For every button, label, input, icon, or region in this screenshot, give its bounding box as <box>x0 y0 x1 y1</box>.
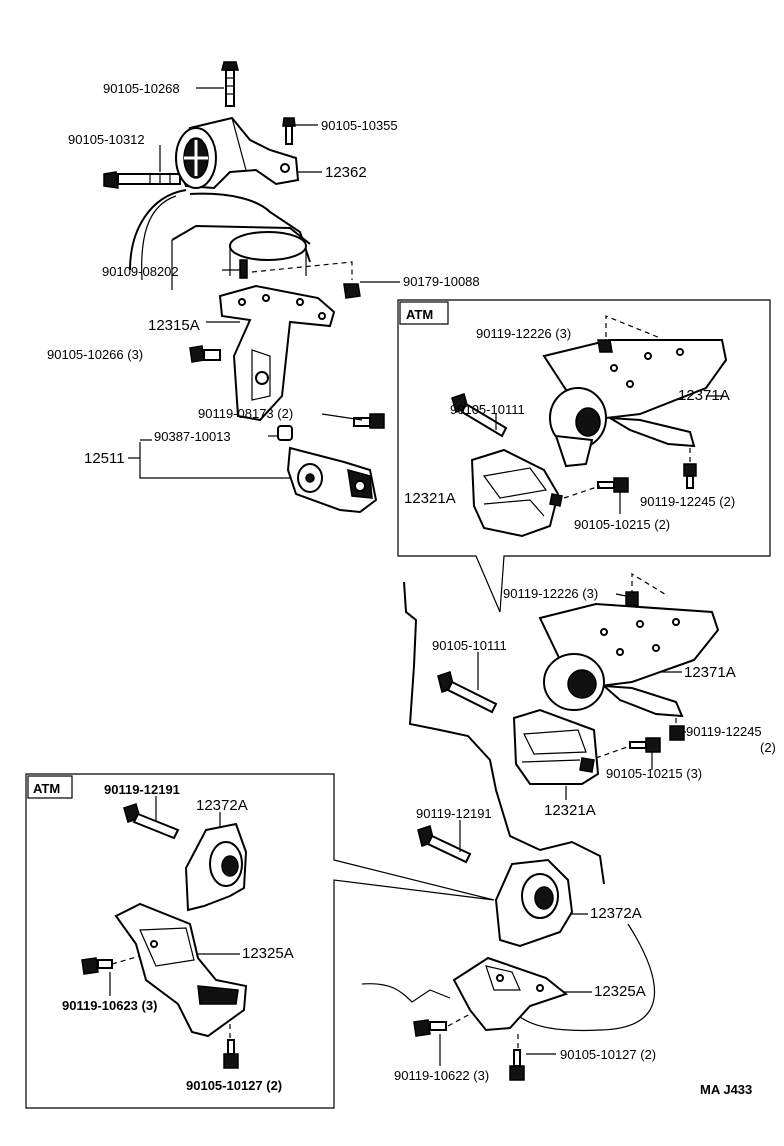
atm2-bolt-90119-12191 <box>123 803 180 840</box>
bolt-90105-10266 <box>189 345 221 363</box>
label-12315A: 12315A <box>148 317 200 334</box>
bolt-90119-12191 <box>417 825 472 864</box>
bolt-90119-12245 <box>669 725 685 741</box>
label-90105-10355: 90105-10355 <box>321 118 398 133</box>
bolt-90105-10215 <box>629 737 661 753</box>
label-90119-12245-main: 90119-12245 <box>686 724 762 739</box>
atm1-bolt-90119-12245 <box>683 463 697 489</box>
bracket-12321A <box>512 708 600 785</box>
diagram-code: MA J433 <box>700 1082 752 1097</box>
label-90105-10215-main: 90105-10215 (3) <box>606 766 702 781</box>
label-90119-12226-main: 90119-12226 (3) <box>503 586 598 601</box>
atm1-label-12321A: 12321A <box>404 490 456 507</box>
mount-12372A <box>494 858 574 948</box>
atm2-label-12372A: 12372A <box>196 797 248 814</box>
mount-12362 <box>174 116 300 190</box>
mount-12371A <box>538 602 720 718</box>
label-12372A-main: 12372A <box>590 905 642 922</box>
atm2-bracket-12325A <box>114 902 248 1038</box>
atm-box-1-title: ATM <box>406 307 433 322</box>
bolt-90119-10622 <box>413 1019 447 1037</box>
label-12362: 12362 <box>325 164 367 181</box>
atm-box-2-title: ATM <box>33 781 60 796</box>
label-90119-12191-main: 90119-12191 <box>416 806 492 821</box>
atm1-label-12371A: 12371A <box>678 387 730 404</box>
stud-90109-08202 <box>239 259 248 279</box>
atm1-label-90105-10111: 90105-10111 <box>450 402 525 417</box>
mount-12511 <box>286 446 378 514</box>
label-90105-10266: 90105-10266 (3) <box>47 347 143 362</box>
bolt-90105-10268 <box>221 61 239 107</box>
bolt-90105-10111 <box>437 671 498 714</box>
label-12371A-main: 12371A <box>684 664 736 681</box>
atm-box-2: ATM 90119-12191 12372A 12325A <box>25 773 495 1109</box>
label-90119-10622: 90119-10622 (3) <box>394 1068 489 1083</box>
atm1-label-90105-10215: 90105-10215 (2) <box>574 517 670 532</box>
bolt-90105-10312 <box>103 171 181 189</box>
bolt-90105-10355 <box>282 117 296 145</box>
engine-block-outline <box>129 189 311 290</box>
nut-90179-10088 <box>343 283 361 299</box>
label-90387-10013: 90387-10013 <box>154 429 231 444</box>
label-90105-10268: 90105-10268 <box>103 81 180 96</box>
atm1-bolt-90105-10111 <box>451 393 508 438</box>
bolt-90105-10127 <box>509 1049 525 1081</box>
label-90119-12245-qty: (2) <box>760 740 776 755</box>
label-90179-10088: 90179-10088 <box>403 274 480 289</box>
atm2-bolt-90119-10623 <box>81 957 113 975</box>
atm-box-1: ATM 90119-12226 (3) 12371A 90105-10111 <box>397 299 771 613</box>
atm1-bracket-12321A <box>470 448 563 538</box>
atm2-mount-12372A <box>184 822 248 912</box>
label-90105-10111-main: 90105-10111 <box>432 638 507 653</box>
atm2-label-90119-12191: 90119-12191 <box>104 782 180 797</box>
label-12325A-main: 12325A <box>594 983 646 1000</box>
bracket-12325A <box>452 956 569 1032</box>
bracket-12315A <box>218 284 336 422</box>
label-90119-08173: 90119-08173 (2) <box>198 406 293 421</box>
mount-12371A-atm <box>542 339 728 468</box>
atm1-bolt-90105-10215 <box>597 477 629 493</box>
label-12511: 12511 <box>84 450 125 467</box>
atm2-label-90105-10127: 90105-10127 (2) <box>186 1078 282 1093</box>
label-90105-10127-main: 90105-10127 (2) <box>560 1047 656 1062</box>
bolt-90119-08173 <box>353 413 385 429</box>
label-90109-08202: 90109-08202 <box>102 264 179 279</box>
atm1-label-90119-12226: 90119-12226 (3) <box>476 326 571 341</box>
label-12321A-main: 12321A <box>544 802 596 819</box>
atm2-label-12325A: 12325A <box>242 945 294 962</box>
atm2-label-90119-10623: 90119-10623 (3) <box>62 998 157 1013</box>
collar-90387-10013 <box>277 425 293 441</box>
label-90105-10312: 90105-10312 <box>68 132 145 147</box>
atm2-bolt-90105-10127 <box>223 1039 239 1069</box>
atm1-label-90119-12245: 90119-12245 (2) <box>640 494 735 509</box>
